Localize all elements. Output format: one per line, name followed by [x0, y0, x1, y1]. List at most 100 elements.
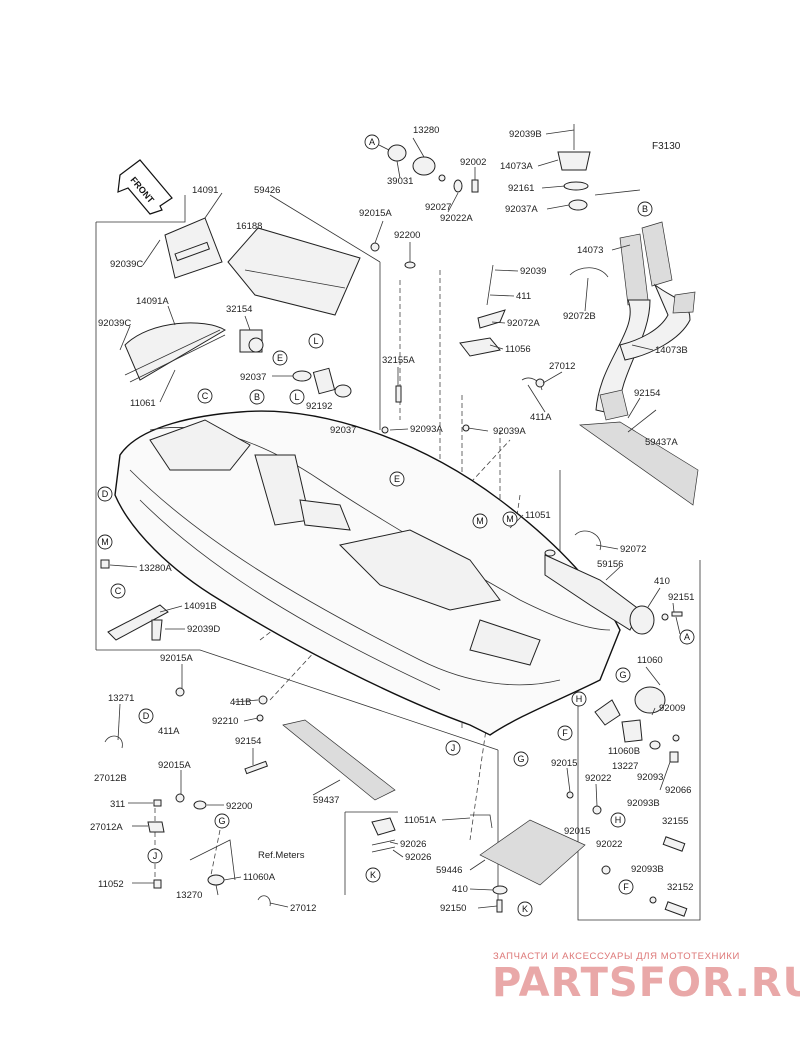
callout-g: G: [615, 667, 631, 683]
part-label: 14073A: [500, 161, 533, 172]
callout-letter: C: [202, 391, 209, 401]
part-label: 59426: [254, 185, 280, 196]
part-label: 92072B: [563, 311, 596, 322]
part-label: 92154: [235, 736, 261, 747]
part-label: 14091B: [184, 601, 217, 612]
watermark-brand: PARTSFOR.RU: [492, 960, 800, 1006]
callout-b: B: [637, 201, 653, 217]
part-label: 411A: [530, 412, 552, 423]
part-label: 92072: [620, 544, 646, 555]
callout-markers: A B E L C B L D: [97, 134, 695, 917]
callout-k: K: [517, 901, 533, 917]
callout-letter: B: [642, 204, 648, 214]
part-label: 92093B: [627, 798, 660, 809]
callout-letter: F: [623, 882, 629, 892]
callout-letter: M: [101, 537, 109, 547]
part-label: 92015A: [359, 208, 392, 219]
callout-letter: M: [506, 514, 514, 524]
callout-letter: G: [517, 754, 524, 764]
callout-letter: G: [218, 816, 225, 826]
part-label: 92009: [659, 703, 685, 714]
part-label: 92150: [440, 903, 466, 914]
callout-letter: C: [115, 586, 122, 596]
callout-a: A: [364, 134, 390, 151]
part-label: 13270: [176, 890, 202, 901]
part-label: 11060B: [608, 746, 640, 757]
callout-letter: H: [615, 815, 622, 825]
callout-a: A: [675, 616, 695, 645]
part-label: 59156: [597, 559, 623, 570]
part-label: 92093A: [410, 424, 443, 435]
part-label: 92015A: [160, 653, 193, 664]
part-label: 59446: [436, 865, 462, 876]
part-label: 92015A: [158, 760, 191, 771]
part-label: 92039: [520, 266, 546, 277]
part-label: 92037: [240, 372, 266, 383]
callout-letter: J: [451, 743, 456, 753]
part-label: 11051A: [404, 815, 437, 826]
part-label: 311: [110, 799, 125, 810]
part-label: 92022: [585, 773, 611, 784]
part-label: 92022A: [440, 213, 473, 224]
part-label: 92037A: [505, 204, 538, 215]
part-label: 92015: [551, 758, 577, 769]
part-label: 92093B: [631, 864, 664, 875]
part-label: 92039C: [110, 259, 143, 270]
hull-body: [114, 410, 621, 736]
callout-letter: F: [562, 728, 568, 738]
part-label: 92039A: [493, 426, 526, 437]
part-label: 27012: [290, 903, 316, 914]
callout-m: M: [97, 534, 113, 550]
part-label: 92037: [330, 425, 356, 436]
part-label: 32155A: [382, 355, 415, 366]
front-arrow: FRONT: [117, 159, 173, 215]
callout-c: C: [197, 388, 213, 404]
part-label: 59437A: [645, 437, 678, 448]
part-label: 92072A: [507, 318, 540, 329]
part-label: Ref.Meters: [258, 850, 305, 861]
part-label: 92200: [394, 230, 420, 241]
figure-code: F3130: [652, 141, 681, 152]
part-label: 411B: [230, 697, 251, 708]
callout-letter: B: [254, 392, 260, 402]
side-parts: [100, 559, 396, 907]
callout-letter: K: [522, 904, 528, 914]
callout-m: M: [502, 511, 518, 527]
part-label: 14091: [192, 185, 218, 196]
part-label: 13271: [108, 693, 134, 704]
callout-f: F: [618, 879, 634, 895]
callout-letter: E: [277, 353, 283, 363]
part-label: 410: [452, 884, 468, 895]
part-label: 410: [654, 576, 670, 587]
callout-c: C: [110, 583, 126, 599]
part-label: 32155: [662, 816, 688, 827]
part-label: 92039B: [509, 129, 542, 140]
part-label: 92002: [460, 157, 486, 168]
callout-h: H: [610, 812, 626, 828]
hose-parts: [521, 124, 699, 506]
part-label: 92026: [405, 852, 431, 863]
callout-g: G: [214, 813, 230, 829]
watermark-tagline: ЗАПЧАСТИ И АКСЕССУАРЫ ДЛЯ МОТОТЕХНИКИ: [493, 951, 740, 962]
callout-b: B: [249, 389, 265, 405]
callout-letter: G: [619, 670, 626, 680]
callout-letter: J: [153, 851, 158, 861]
part-label: 14091A: [136, 296, 169, 307]
part-label: 13280: [413, 125, 439, 136]
callout-m: M: [472, 513, 488, 529]
part-label: 92022: [596, 839, 622, 850]
part-label: 92200: [226, 801, 252, 812]
callout-j: J: [445, 740, 461, 756]
callout-letter: H: [576, 694, 583, 704]
part-label: 14073B: [655, 345, 688, 356]
callout-e: E: [272, 350, 288, 366]
part-labels: 14091 59426 16188 92039C 14091A 92039C 1…: [90, 125, 694, 914]
part-label: 11056: [505, 344, 531, 355]
callout-j: J: [147, 848, 163, 864]
part-label: 16188: [236, 221, 262, 232]
callout-g: G: [513, 751, 529, 767]
part-label: 32154: [226, 304, 252, 315]
part-label: 92026: [400, 839, 426, 850]
callout-letter: D: [143, 711, 150, 721]
